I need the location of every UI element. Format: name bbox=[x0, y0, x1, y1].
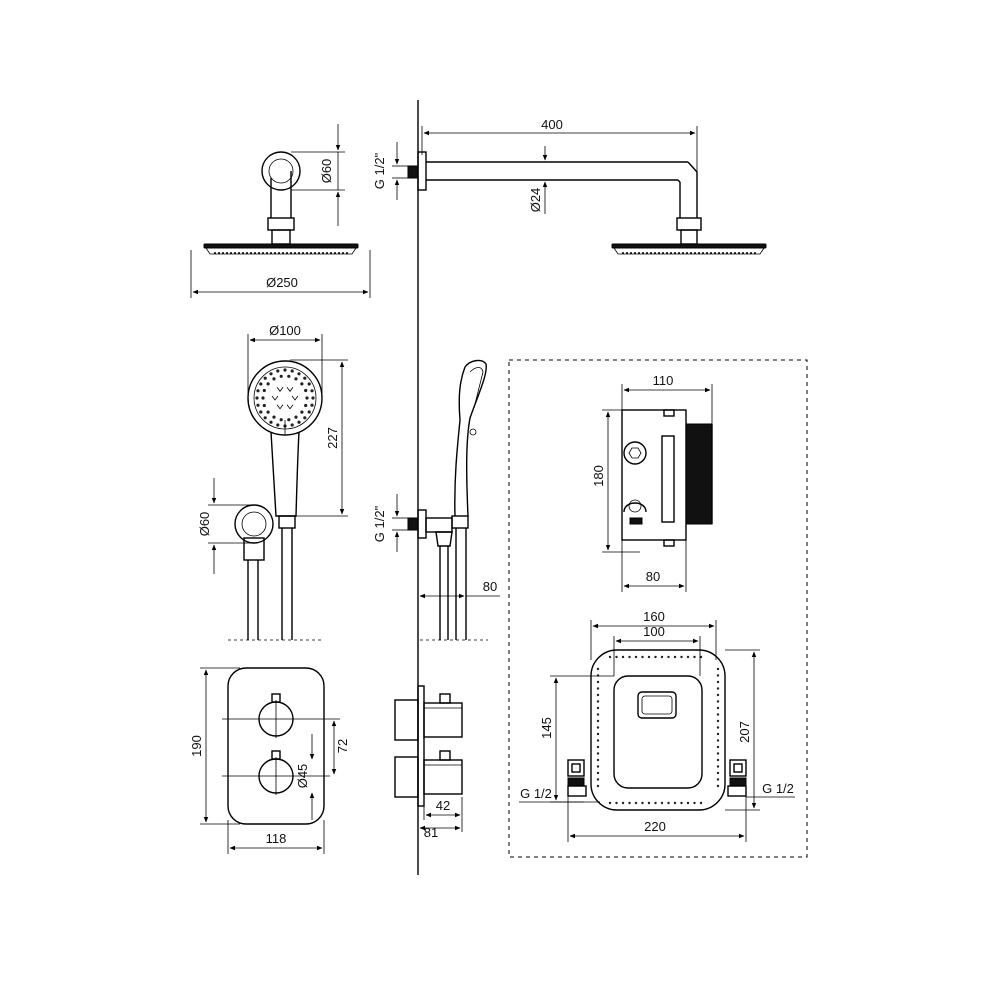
label-arm-diameter: Ø24 bbox=[528, 188, 543, 213]
label-body-height-outer: 207 bbox=[737, 721, 752, 743]
label-hand-thread: G 1/2" bbox=[372, 505, 387, 542]
label-panel-depth-knob: 42 bbox=[436, 798, 450, 813]
label-hand-depth: 80 bbox=[483, 579, 497, 594]
label-holder-diameter: Ø60 bbox=[197, 512, 212, 537]
concealed-body-frame bbox=[508, 359, 808, 858]
body-mounting-holes bbox=[596, 655, 720, 805]
hand-shower-front-view: Ø100 227 Ø60 bbox=[197, 323, 348, 641]
label-body-width-inner: 100 bbox=[643, 624, 665, 639]
label-hand-length: 227 bbox=[325, 427, 340, 449]
control-panel-front-view: 190 72 Ø45 118 bbox=[189, 667, 350, 854]
label-overhead-width: Ø250 bbox=[266, 275, 298, 290]
label-box-depth: 80 bbox=[646, 569, 660, 584]
shower-arm-side-view: 400 G 1/2" Ø24 bbox=[372, 117, 767, 255]
label-arm-length: 400 bbox=[541, 117, 563, 132]
label-body-total-width: 220 bbox=[644, 819, 666, 834]
overhead-shower-front-view: Ø60 Ø250 bbox=[190, 124, 371, 298]
label-hand-width: Ø100 bbox=[269, 323, 301, 338]
concealed-box-side-view: 110 180 80 bbox=[591, 373, 713, 592]
hand-shower-side-view: G 1/2" 80 bbox=[372, 359, 500, 641]
label-body-height-inner: 145 bbox=[539, 717, 554, 739]
label-overhead-diameter: Ø60 bbox=[319, 159, 334, 184]
label-box-height: 180 bbox=[591, 465, 606, 487]
label-panel-depth: 81 bbox=[424, 825, 438, 840]
label-panel-width: 118 bbox=[266, 831, 287, 846]
label-body-thread-right: G 1/2 bbox=[762, 781, 794, 796]
label-panel-height: 190 bbox=[189, 735, 204, 757]
label-body-thread-left: G 1/2 bbox=[520, 786, 552, 801]
label-knob-diameter: Ø45 bbox=[295, 764, 310, 789]
label-body-width-outer: 160 bbox=[643, 609, 665, 624]
label-box-width: 110 bbox=[653, 373, 674, 388]
label-knob-spacing: 72 bbox=[335, 739, 350, 753]
concealed-body-front-view: 160 100 145 207 G 1/2 G 1/2 220 bbox=[519, 609, 795, 842]
control-panel-side-view: 42 81 bbox=[394, 685, 463, 840]
hand-shower-nozzles bbox=[255, 368, 315, 428]
label-arm-thread: G 1/2" bbox=[372, 152, 387, 189]
